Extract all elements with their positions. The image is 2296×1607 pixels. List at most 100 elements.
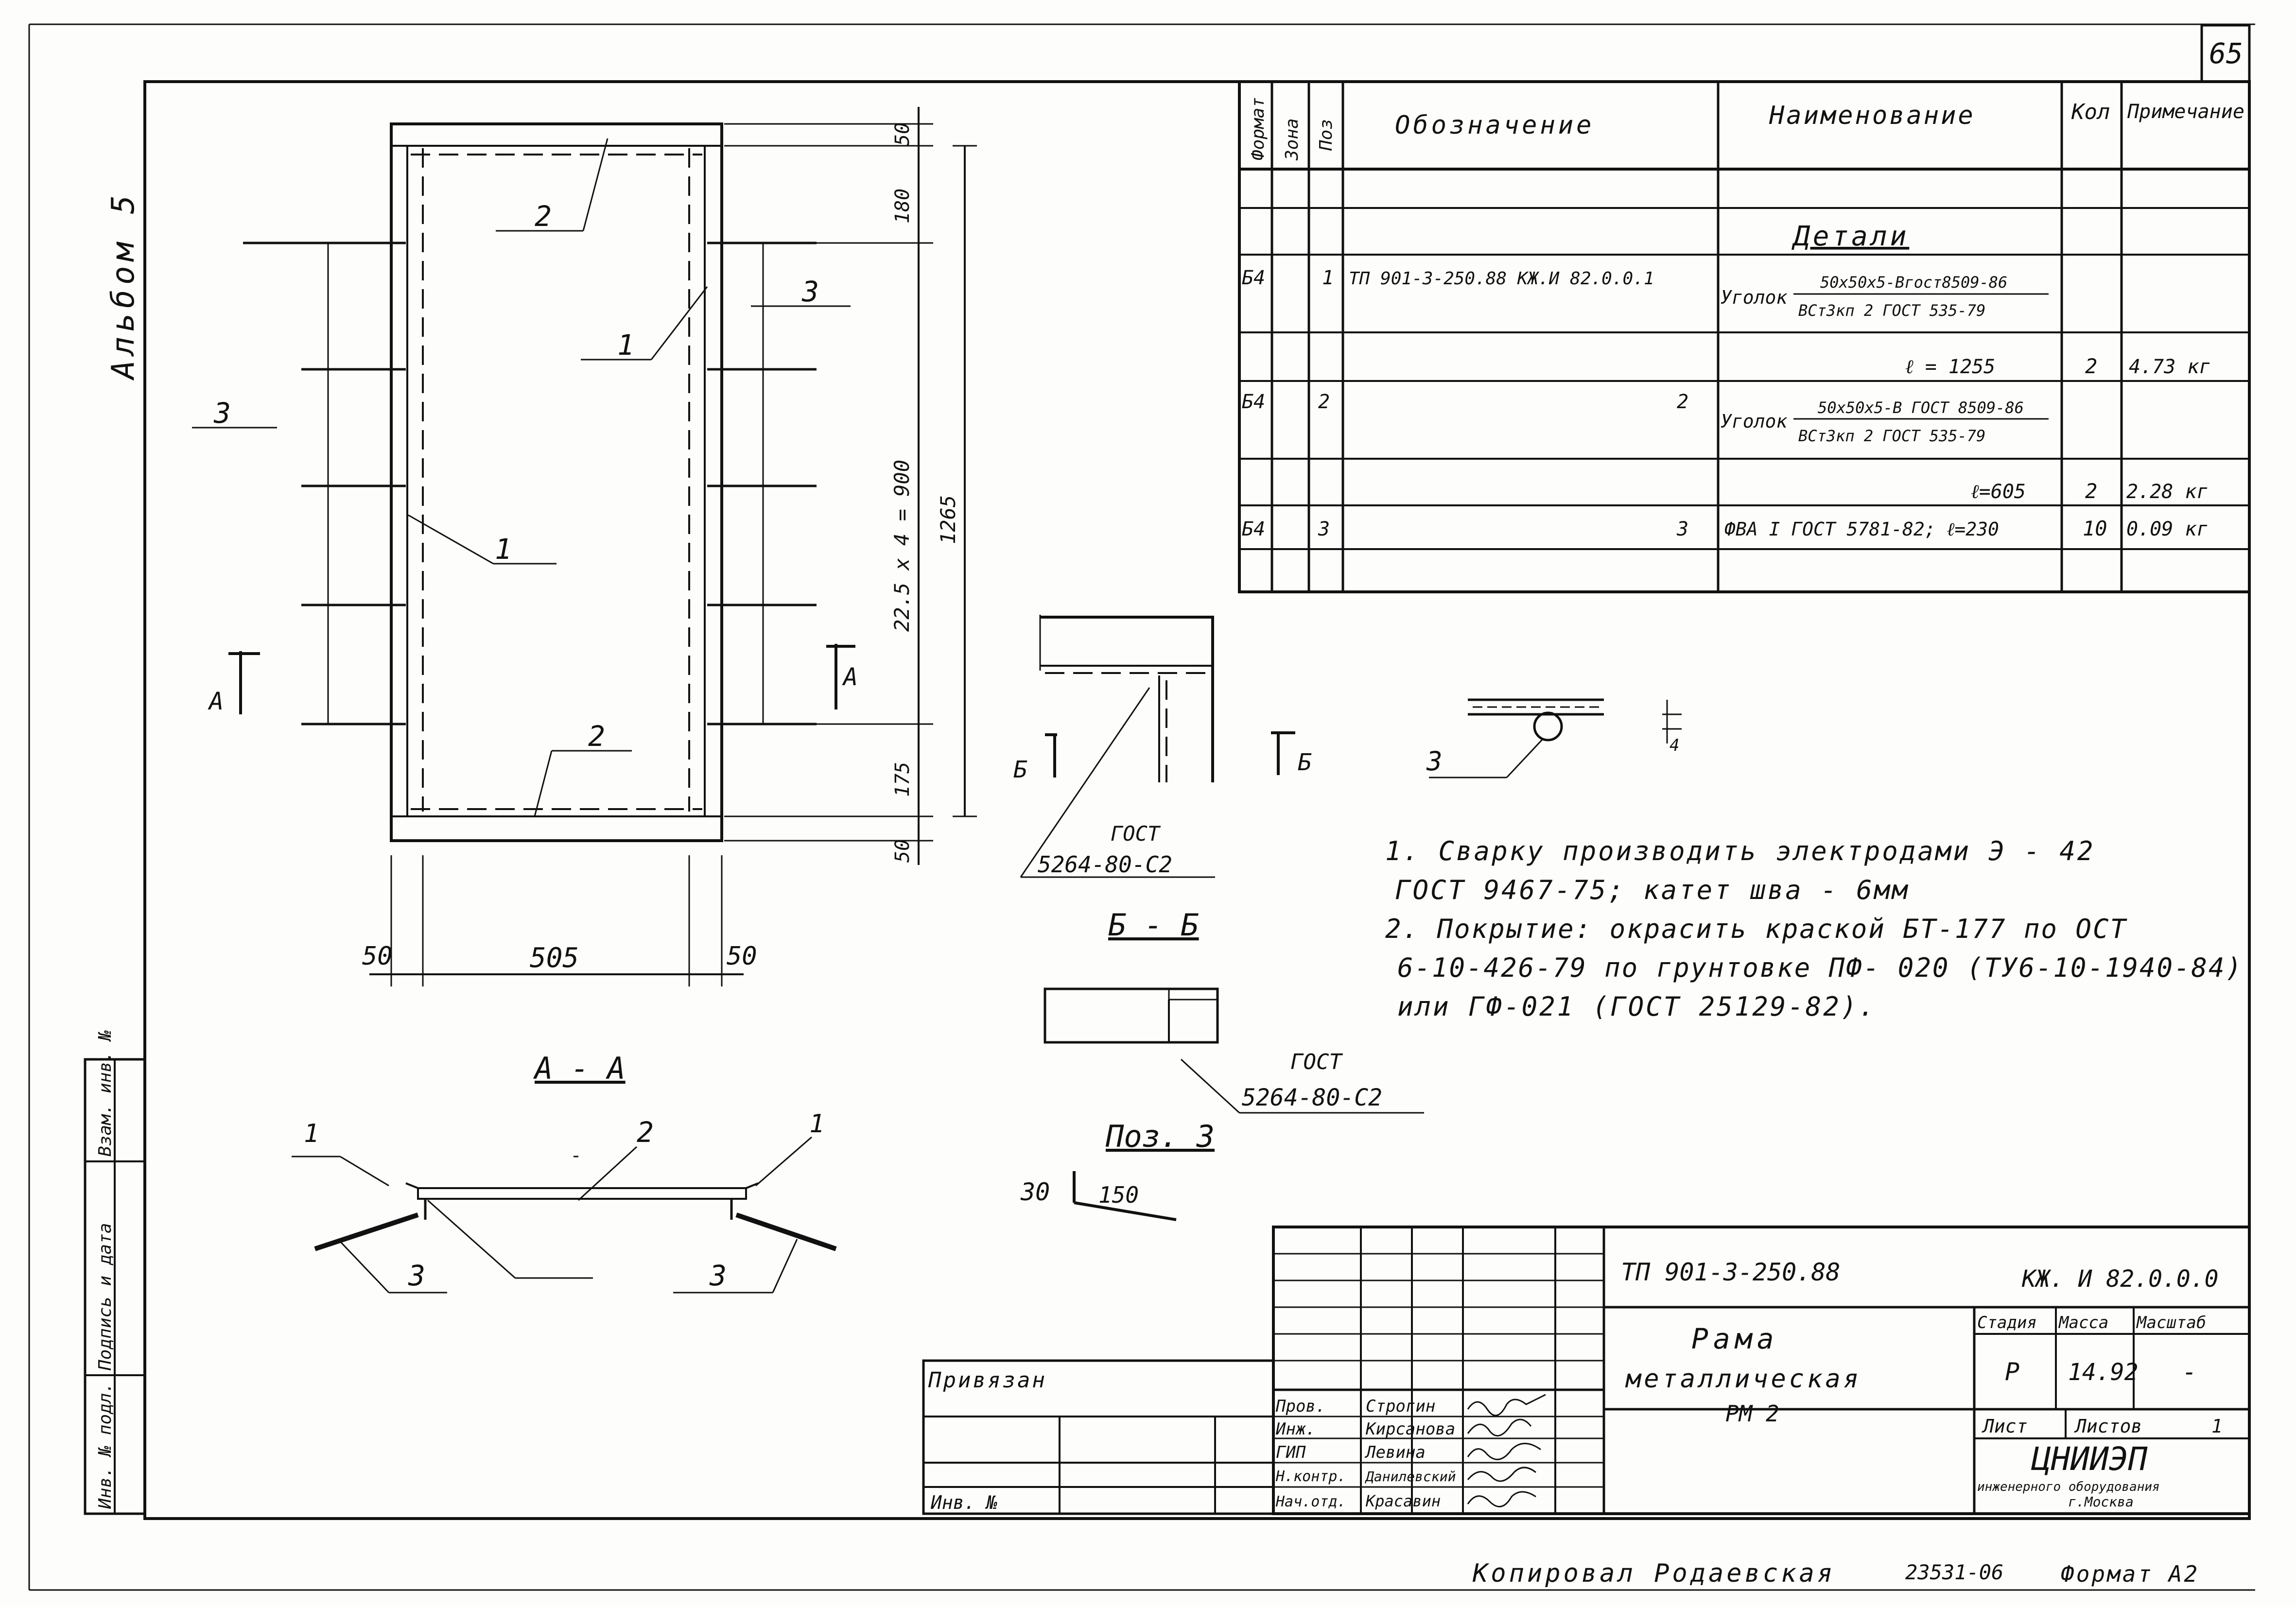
row2-length: ℓ=605 <box>1971 481 2026 503</box>
side-stamp-replace: Взам. инв. № <box>95 1030 115 1157</box>
dim-50-bottom: 50 <box>891 839 914 863</box>
row1-designation: ТП 901-3-250.88 КЖ.И 82.0.0.1 <box>1349 269 1654 289</box>
side-stamp-sign: Подпись и дата <box>95 1223 115 1371</box>
section-mark-a-left: А <box>208 687 224 715</box>
weld-mark: 3 <box>1426 746 1443 777</box>
tb-name-4: Данилевский <box>1365 1469 1456 1485</box>
header-zone: Зона <box>1282 118 1302 161</box>
dimension-lines-bottom <box>369 855 744 986</box>
poz3-title: Поз. 3 <box>1105 1119 1215 1154</box>
row1-note: 4.73 кг <box>2129 356 2211 378</box>
header-format: Формат <box>1248 97 1268 160</box>
footer-copied: Копировал Родаевская <box>1472 1559 1835 1588</box>
header-note: Примечание <box>2127 101 2244 123</box>
tb-mass-label: Масса <box>2058 1313 2108 1332</box>
header-pos: Поз <box>1316 119 1336 151</box>
row1-qty: 2 <box>2085 354 2097 378</box>
header-designation: Обозначение <box>1395 111 1594 140</box>
tb-role-2: Инж. <box>1275 1419 1316 1439</box>
section-mark-a-right: А <box>842 663 858 691</box>
tb-bound-label: Привязан <box>928 1368 1047 1393</box>
row2-pos: 2 <box>1318 391 1330 413</box>
tb-inv-label: Инв. № <box>930 1492 997 1513</box>
row3-qty: 10 <box>2083 517 2107 540</box>
weld-detail <box>1429 698 1682 778</box>
gost-weld-2-line2: 5264-80-С2 <box>1242 1084 1382 1111</box>
header-note-wrap: Примечание <box>2127 101 2244 123</box>
row3-designation: 3 <box>1676 518 1688 540</box>
tb-stage-label: Стадия <box>1977 1313 2037 1332</box>
tb-title-line-3: РМ 2 <box>1725 1400 1779 1427</box>
tb-role-3: ГИП <box>1276 1443 1306 1462</box>
footer-number: 23531-06 <box>1905 1560 2003 1584</box>
gost-weld-1-line1: ГОСТ <box>1111 822 1161 846</box>
tb-project-code: ТП 901-3-250.88 <box>1621 1258 1841 1286</box>
note-line-2: ГОСТ 9467-75; катет шва - 6мм <box>1395 875 1910 905</box>
gost-weld-2-line1: ГОСТ <box>1290 1050 1343 1074</box>
poz3-dim-b: 150 <box>1098 1182 1139 1208</box>
callout-2-top: 2 <box>535 200 552 233</box>
row2-name-bottom: ВСт3кп 2 ГОСТ 535-79 <box>1798 427 1985 445</box>
row3-pos: 3 <box>1318 518 1330 540</box>
tb-sheet-code: КЖ. И 82.0.0.0 <box>2021 1265 2219 1293</box>
page-number: 65 <box>2209 37 2243 70</box>
tb-org-name: ЦНИИЭП <box>2031 1440 2148 1478</box>
tb-name-5: Красавин <box>1365 1492 1441 1510</box>
tb-stage-value: Р <box>2005 1358 2019 1386</box>
note-line-4: 6-10-426-79 по грунтовке ПФ- 020 (ТУ6-10… <box>1397 952 2243 983</box>
section-aa-view <box>292 1136 837 1294</box>
side-stamp <box>84 1058 146 1515</box>
poz3-dim-a: 30 <box>1020 1178 1050 1206</box>
spec-table <box>1238 80 2251 593</box>
dim-50-top: 50 <box>891 122 914 146</box>
title-block <box>922 1226 2251 1515</box>
tb-sheets-label: Листов <box>2074 1416 2142 1437</box>
corner-detail <box>1020 615 1295 878</box>
aa-callout-3-right: 3 <box>709 1259 727 1292</box>
row1-pos: 1 <box>1322 267 1334 289</box>
header-qty: Кол <box>2071 100 2110 124</box>
row2-designation: 2 <box>1677 391 1688 413</box>
tb-org-city: г.Москва <box>2068 1494 2134 1510</box>
callout-3-right: 3 <box>801 275 819 308</box>
row1-name-bottom: ВСт3кп 2 ГОСТ 535-79 <box>1798 301 1985 320</box>
section-bb-view <box>1044 987 1424 1114</box>
tb-sheets-value: 1 <box>2211 1416 2223 1437</box>
note-line-3: 2. Покрытие: окрасить краской БТ-177 по … <box>1385 914 2127 944</box>
dim-900: 22.5 х 4 = 900 <box>890 460 914 632</box>
plan-callout-leaders <box>192 138 851 817</box>
album-label: Альбом 5 <box>105 190 141 381</box>
row2-name-top: 50х50х5-В ГОСТ 8509-86 <box>1818 398 2024 417</box>
row3-format: Б4 <box>1242 518 1265 540</box>
tb-sheet-label: Лист <box>1982 1416 2028 1437</box>
gost-weld-1-line2: 5264-80-С2 <box>1038 851 1172 878</box>
weld-dim: 4 <box>1670 736 1679 755</box>
frame-plan-view <box>243 122 817 842</box>
dim-50-right: 50 <box>727 942 757 971</box>
header-name: Наименование <box>1769 101 1975 130</box>
side-stamp-inv: Инв. № подл. <box>95 1382 115 1509</box>
note-line-1: 1. Сварку производить электродами Э - 42 <box>1385 836 2095 866</box>
section-aa-title: А - А <box>533 1051 626 1086</box>
section-mark-b-left: Б <box>1013 756 1027 783</box>
row2-note: 2.28 кг <box>2126 481 2209 503</box>
section-title-details: Детали <box>1792 221 1909 252</box>
tb-name-1: Строгин <box>1366 1397 1435 1416</box>
tb-title-line-2: металлическая <box>1625 1365 1861 1394</box>
row2-name-prefix: Уголок <box>1721 411 1788 432</box>
row1-name-top: 50х50х5-Вгост8509-86 <box>1820 273 2007 292</box>
callout-1-right: 1 <box>617 328 634 362</box>
tb-mass-value: 14.92 <box>2068 1359 2139 1386</box>
aa-callout-1-right: 1 <box>809 1109 824 1139</box>
tb-org-sub: инженерного оборудования <box>1977 1480 2160 1494</box>
row2-qty: 2 <box>2085 479 2097 503</box>
dim-50-left: 50 <box>362 942 393 971</box>
tb-scale-label: Масштаб <box>2136 1313 2206 1332</box>
callout-2-bottom: 2 <box>588 720 605 753</box>
section-bb-title: Б - Б <box>1108 907 1199 943</box>
poz3-view <box>1073 1171 1177 1221</box>
footer-format: Формат А2 <box>2061 1561 2199 1587</box>
signatures <box>1467 1394 1546 1507</box>
callout-1-left: 1 <box>495 533 512 566</box>
